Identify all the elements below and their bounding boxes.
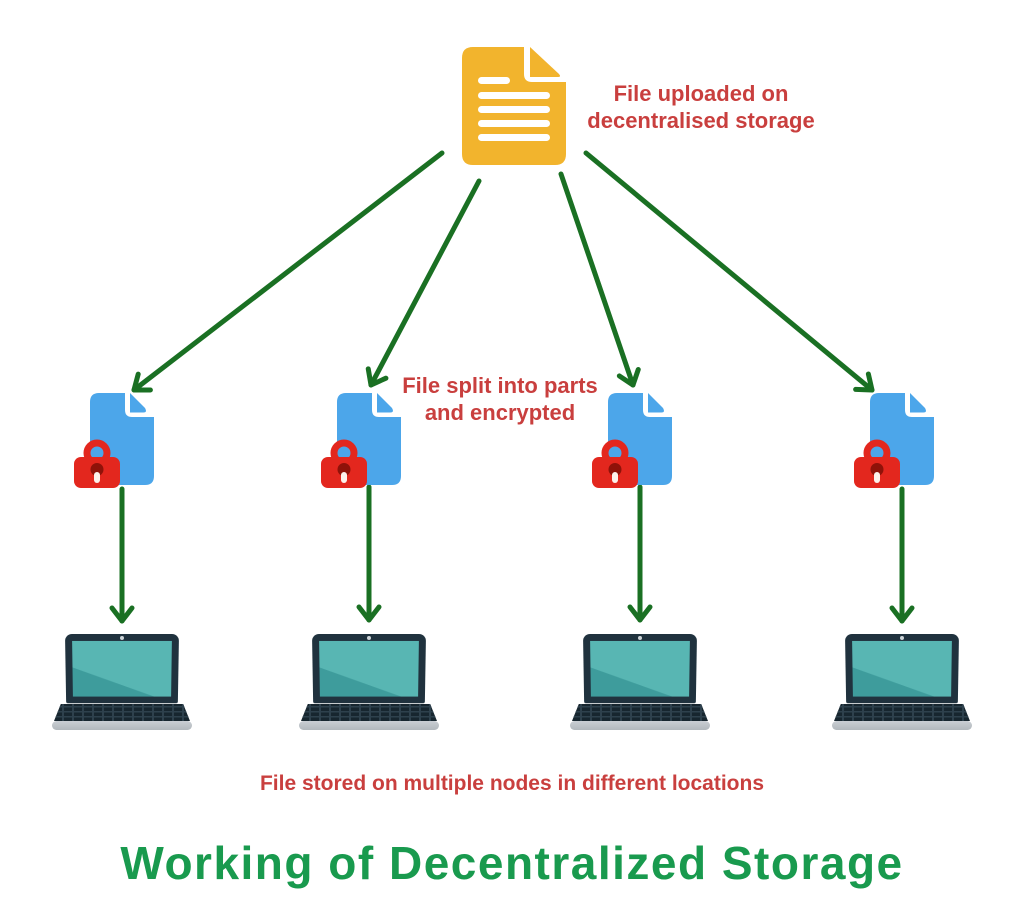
laptop-icon [299, 634, 439, 731]
arrow-upload-to-part-1 [131, 150, 445, 393]
laptop-screen [845, 634, 959, 704]
laptop-icon [832, 634, 972, 731]
folded-corner [648, 393, 664, 413]
encrypted-file-icon [592, 393, 672, 488]
caption-stored: File stored on multiple nodes in differe… [259, 772, 765, 795]
padlock-icon [321, 439, 367, 488]
webcam-dot-icon [900, 635, 904, 640]
caption-split-line1: File split into parts [402, 373, 598, 398]
laptop-screen [583, 634, 697, 704]
page-title: Working of Decentralized Storage [120, 837, 904, 889]
padlock-icon [854, 439, 900, 488]
laptop-keyboard [54, 704, 190, 721]
laptop-icon [570, 634, 710, 731]
laptop-display [590, 640, 690, 697]
laptop-keyboard [301, 704, 437, 721]
encrypted-file-icon [854, 393, 934, 488]
laptop-base [832, 721, 972, 730]
caption-uploaded-line1: File uploaded on [613, 81, 789, 106]
caption-uploaded: File uploaded on decentralised storage [556, 80, 846, 134]
laptop-screen [65, 634, 179, 704]
laptop-display [852, 640, 952, 697]
encrypted-file-icon [321, 393, 401, 488]
laptop-base [299, 721, 439, 730]
webcam-dot-icon [367, 635, 371, 640]
laptop-icon [52, 634, 192, 731]
caption-split: File split into parts and encrypted [355, 372, 645, 426]
folded-corner [910, 393, 926, 413]
folded-corner [530, 47, 561, 77]
encrypted-file-icon [74, 393, 154, 488]
laptop-display [319, 640, 419, 697]
padlock-icon [592, 439, 638, 488]
laptop-keyboard [572, 704, 708, 721]
webcam-dot-icon [120, 635, 124, 640]
arrow-upload-to-part-4 [583, 150, 875, 393]
document-icon [462, 47, 566, 165]
laptop-keyboard [834, 704, 970, 721]
arrow-upload-to-part-3 [558, 171, 641, 388]
laptop-display [72, 640, 172, 697]
laptop-screen [312, 634, 426, 704]
caption-uploaded-line2: decentralised storage [587, 108, 815, 133]
padlock-icon [74, 439, 120, 488]
folded-corner [130, 393, 146, 413]
caption-split-line2: and encrypted [424, 400, 576, 425]
folded-corner [377, 393, 393, 413]
arrow-upload-to-part-2 [365, 178, 482, 388]
laptop-base [570, 721, 710, 730]
webcam-dot-icon [638, 635, 642, 640]
laptop-base [52, 721, 192, 730]
